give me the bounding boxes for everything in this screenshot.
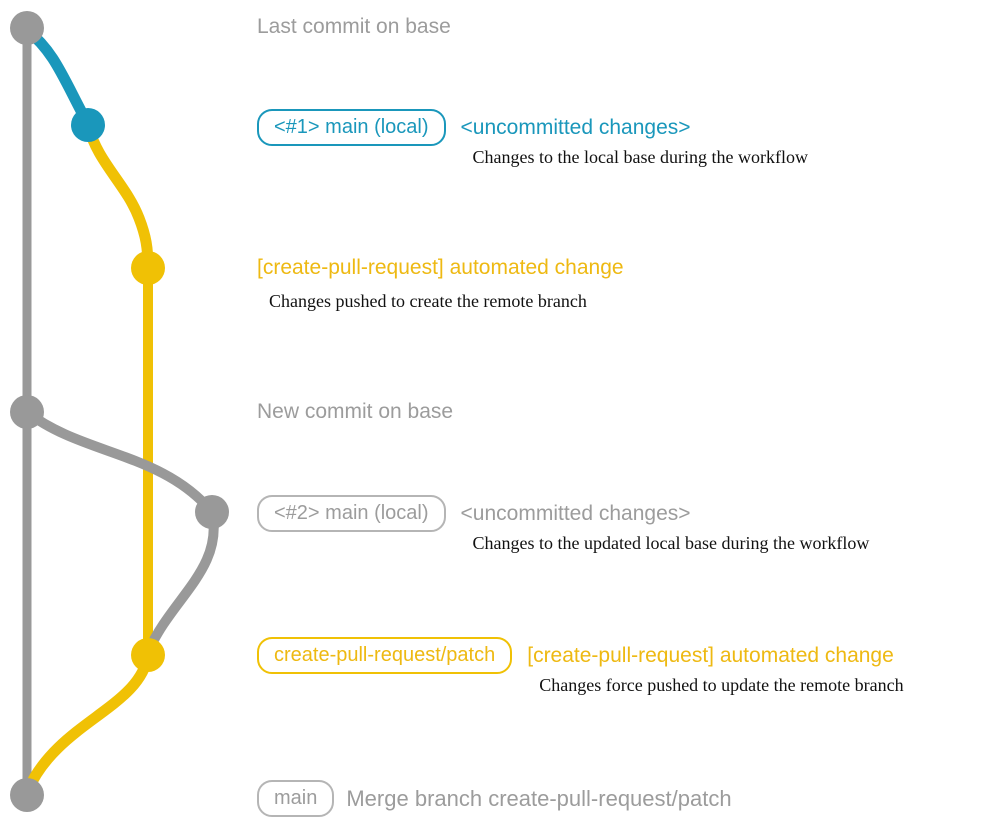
branch-badge-main: main: [257, 780, 335, 817]
label-automated-change-1: [create-pull-request] automated change: [257, 256, 624, 279]
annotation-patch-2: create-pull-request/patch [create-pull-r…: [257, 637, 904, 696]
label-automated-change-2: [create-pull-request] automated change: [527, 644, 894, 667]
branch-badge-main-local-2: <#2> main (local): [257, 495, 446, 532]
patch-branch-upper-curve: [82, 119, 154, 274]
label-last-commit-on-base: Last commit on base: [257, 15, 451, 38]
branch-badge-patch: create-pull-request/patch: [257, 637, 513, 674]
description-uncommitted-changes-2: Changes to the updated local base during…: [472, 533, 870, 553]
patch-branch-merge-curve: [22, 649, 154, 796]
description-automated-change-1: Changes pushed to create the remote bran…: [269, 291, 587, 311]
commit-dot-main-local-1: [71, 108, 105, 142]
label-new-commit-on-base: New commit on base: [257, 400, 454, 423]
annotation-merge: main Merge branch create-pull-request/pa…: [257, 780, 732, 817]
annotation-main-local-2: <#2> main (local) <uncommitted changes> …: [257, 495, 869, 554]
description-automated-change-2: Changes force pushed to update the remot…: [539, 675, 904, 695]
main-local-branch-line: [21, 24, 94, 130]
main-local-2-branch-lower-curve: [144, 507, 219, 655]
main-local-2-branch-upper-curve: [22, 407, 217, 517]
commit-dot-new-base: [10, 395, 44, 429]
commit-dot-merge: [10, 778, 44, 812]
label-uncommitted-changes-2: <uncommitted changes>: [460, 502, 691, 525]
annotation-patch-1: [create-pull-request] automated change C…: [257, 255, 624, 312]
commit-dot-patch-1: [131, 251, 165, 285]
commit-dot-last-base: [10, 11, 44, 45]
commit-dot-main-local-2: [195, 495, 229, 529]
label-merge-message: Merge branch create-pull-request/patch: [346, 785, 732, 811]
branch-badge-main-local-1: <#1> main (local): [257, 109, 446, 146]
annotation-main-local-1: <#1> main (local) <uncommitted changes> …: [257, 109, 808, 168]
description-uncommitted-changes-1: Changes to the local base during the wor…: [472, 147, 808, 167]
label-uncommitted-changes-1: <uncommitted changes>: [460, 116, 691, 139]
commit-dot-patch-2: [131, 638, 165, 672]
